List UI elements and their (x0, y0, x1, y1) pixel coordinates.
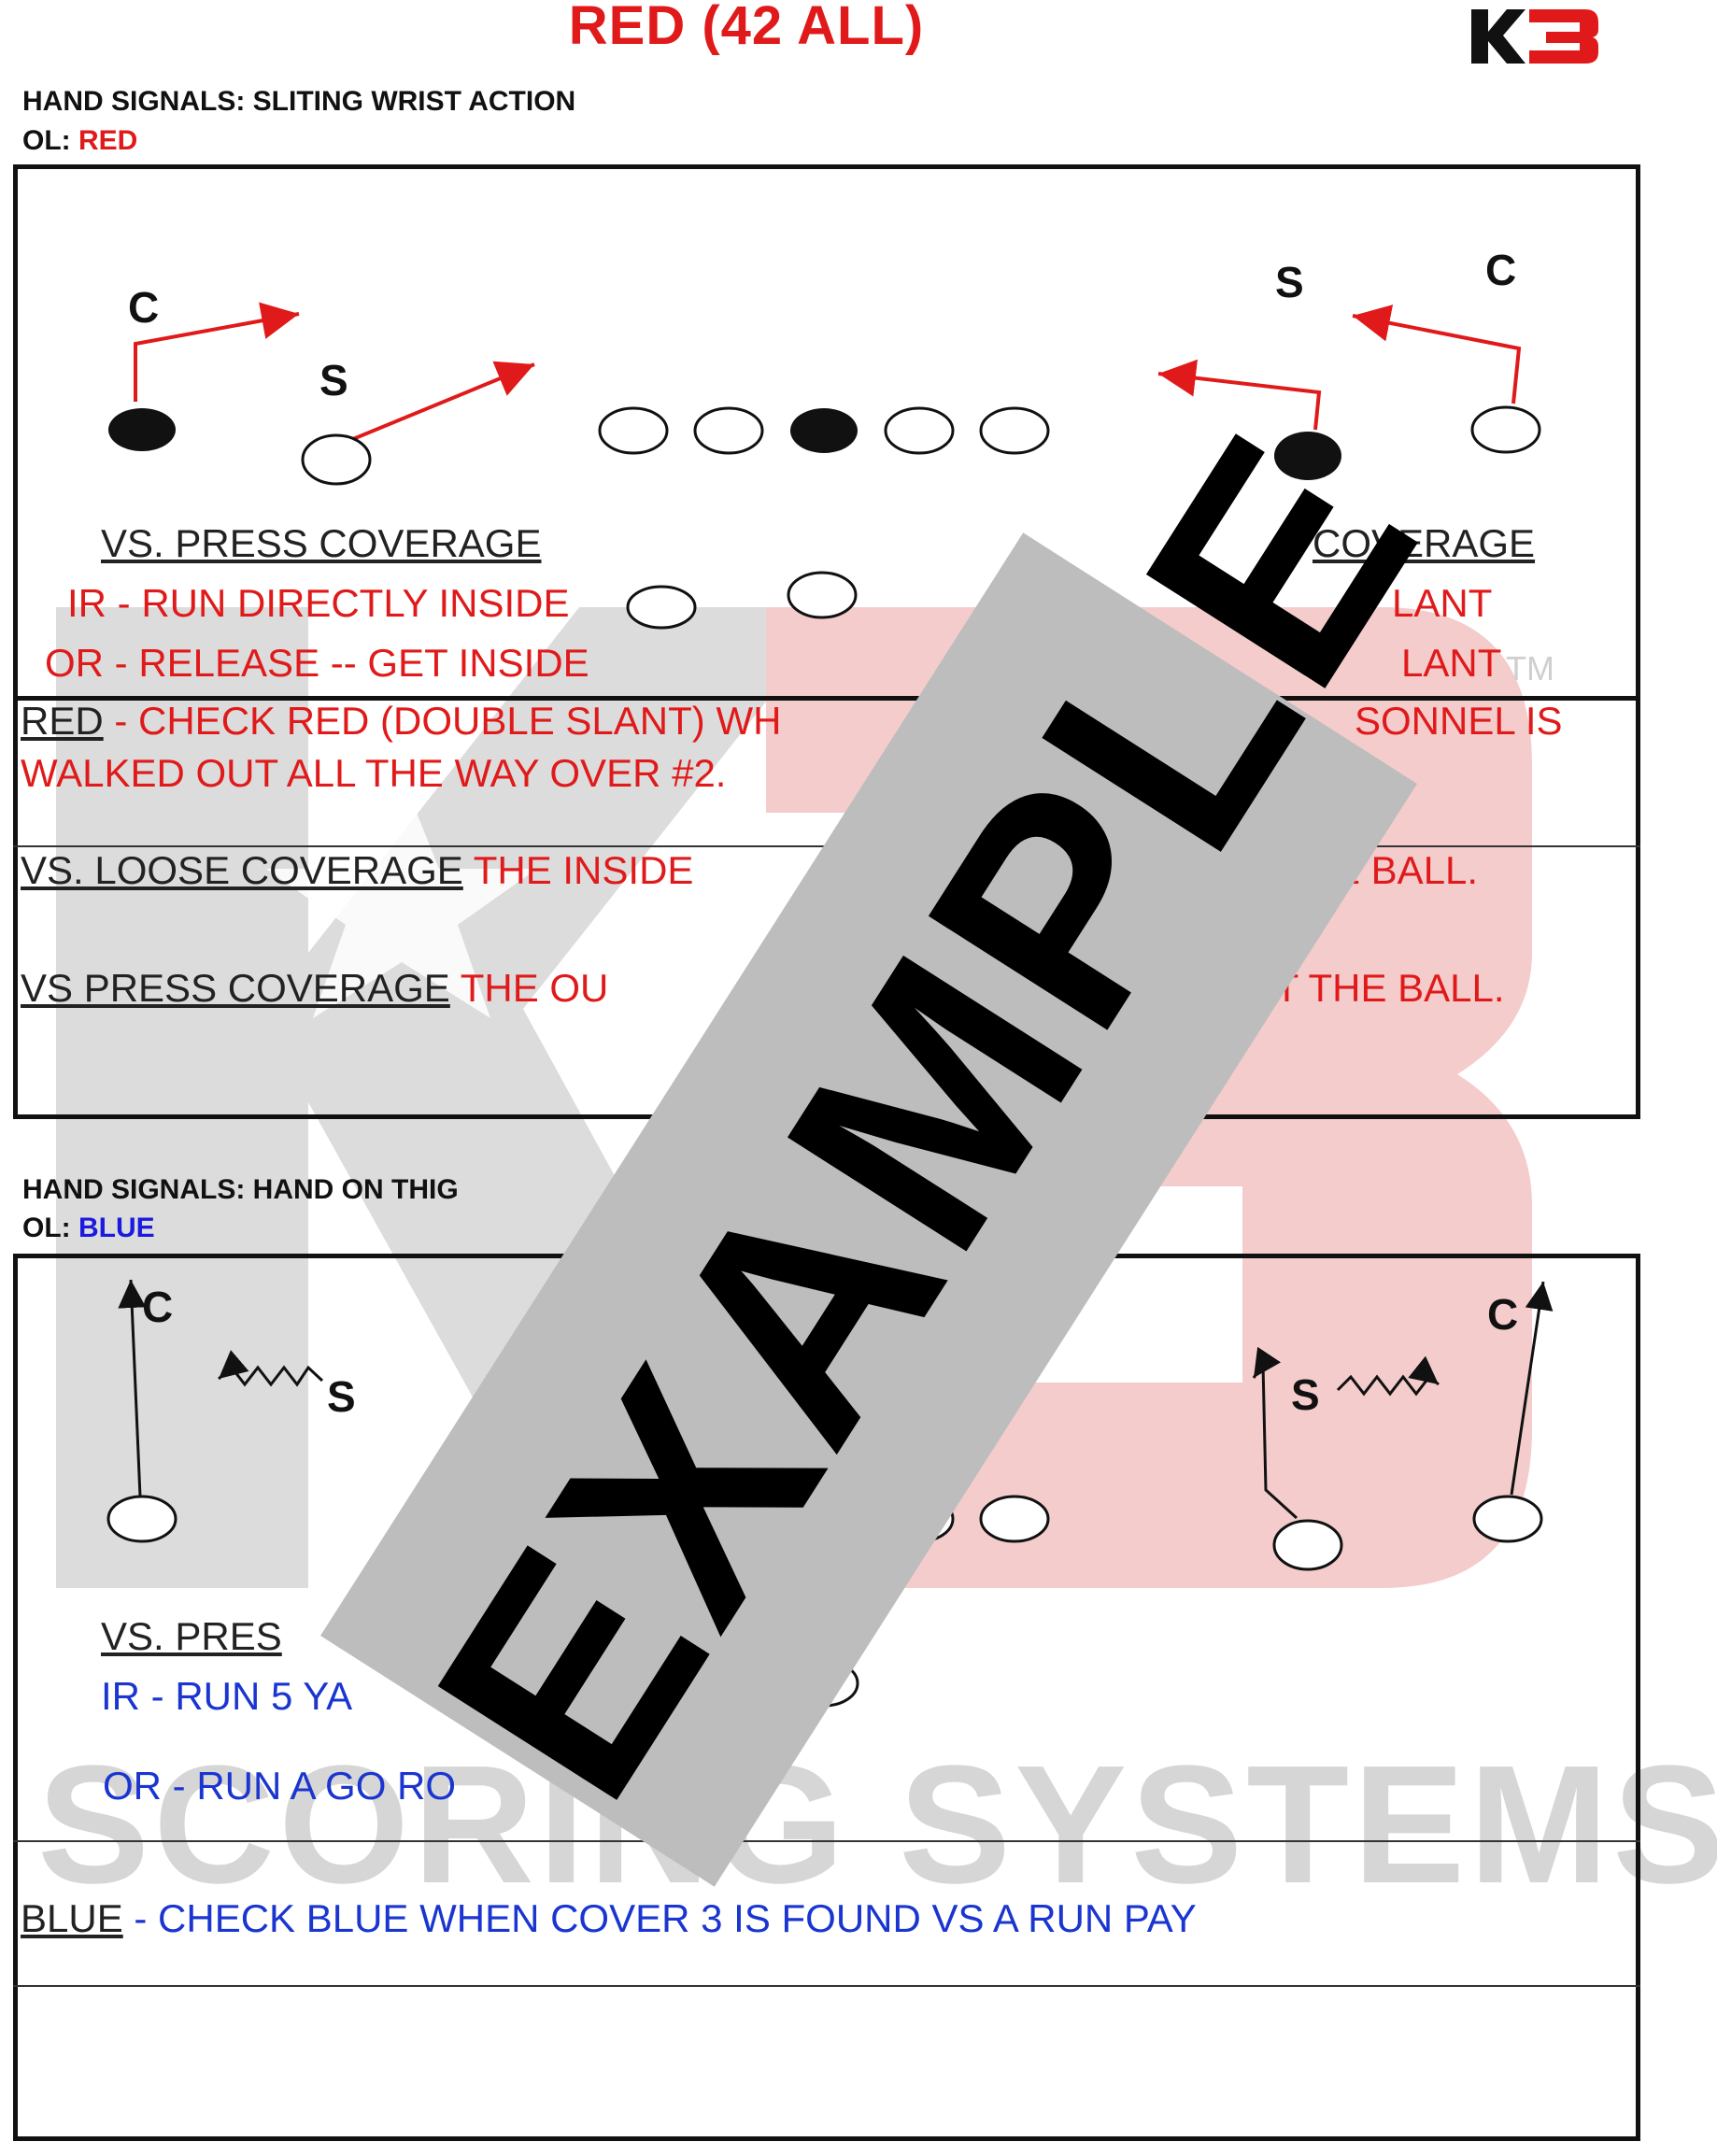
red-hand-signals: HAND SIGNALS: SLITING WRIST ACTION (22, 86, 576, 117)
red-left-line1: IR - RUN DIRECTLY INSIDE (67, 581, 570, 625)
page-title: RED (42 ALL) (568, 0, 925, 56)
red-press-text-b: D GET THE BALL. (1179, 966, 1505, 1010)
label-s-right: S (1275, 258, 1304, 306)
blue-label-s-right: S (1291, 1370, 1320, 1419)
red-left-line2: OR - RELEASE -- GET INSIDE (45, 641, 589, 685)
red-ol-label: OL: (22, 125, 71, 156)
red-check-line2: WALKED OUT ALL THE WAY OVER #2. (21, 751, 727, 795)
trademark-mark: TM (1506, 649, 1554, 688)
red-right-line2: LANT (1401, 641, 1502, 685)
red-loose-text-a: THE INSIDE (462, 848, 694, 892)
red-right-heading: COVERAGE (1313, 521, 1536, 565)
blue-label-c-left: C (142, 1283, 174, 1331)
label-c-right: C (1485, 246, 1517, 294)
blue-label-s-left: S (327, 1372, 356, 1421)
blue-left-line1: IR - RUN 5 YA (101, 1674, 353, 1718)
red-press-key: VS PRESS COVERAGE (21, 966, 450, 1010)
red-divider-2 (13, 845, 1640, 847)
label-c-left: C (128, 283, 160, 332)
blue-check-line: BLUE - CHECK BLUE WHEN COVER 3 IS FOUND … (21, 1896, 1197, 1941)
blue-label-c-right: C (1487, 1290, 1519, 1339)
red-ol-line: OL: RED (22, 125, 137, 157)
blue-divider-2 (13, 1985, 1640, 1987)
blue-ol-line: OL: BLUE (22, 1213, 155, 1244)
red-loose-key: VS. LOOSE COVERAGE (21, 848, 463, 892)
k3-logo: K3 (1471, 4, 1598, 64)
red-ol-value: RED (78, 125, 138, 156)
red-press-line: VS PRESS COVERAGE THE OU (21, 966, 608, 1011)
label-s-left: S (319, 356, 348, 404)
blue-ol-label: OL: (22, 1213, 71, 1243)
blue-left-heading: VS. PRES (101, 1614, 282, 1658)
logo-text: K3 (1471, 4, 1473, 5)
red-left-heading: VS. PRESS COVERAGE (101, 521, 542, 565)
blue-ol-value: BLUE (78, 1213, 155, 1243)
blue-check-text: - CHECK BLUE WHEN COVER 3 IS FOUND VS A … (122, 1896, 1197, 1940)
red-check-text-a: - CHECK RED (DOUBLE SLANT) WH (103, 699, 782, 743)
red-check-line1: RED - CHECK RED (DOUBLE SLANT) WH (21, 699, 781, 744)
red-press-text-a: THE OU (449, 966, 609, 1010)
red-loose-text-b: THE BALL. (1282, 848, 1479, 892)
blue-left-line2: OR - RUN A GO RO (103, 1764, 457, 1808)
red-check-key: RED (21, 699, 104, 743)
red-loose-line: VS. LOOSE COVERAGE THE INSIDE (21, 848, 693, 893)
blue-divider-1 (13, 1840, 1640, 1842)
red-right-line1: LANT (1392, 581, 1493, 625)
blue-hand-signals: HAND SIGNALS: HAND ON THIG (22, 1174, 459, 1205)
red-check-text-b: SONNEL IS (1355, 699, 1563, 743)
blue-check-key: BLUE (21, 1896, 123, 1940)
